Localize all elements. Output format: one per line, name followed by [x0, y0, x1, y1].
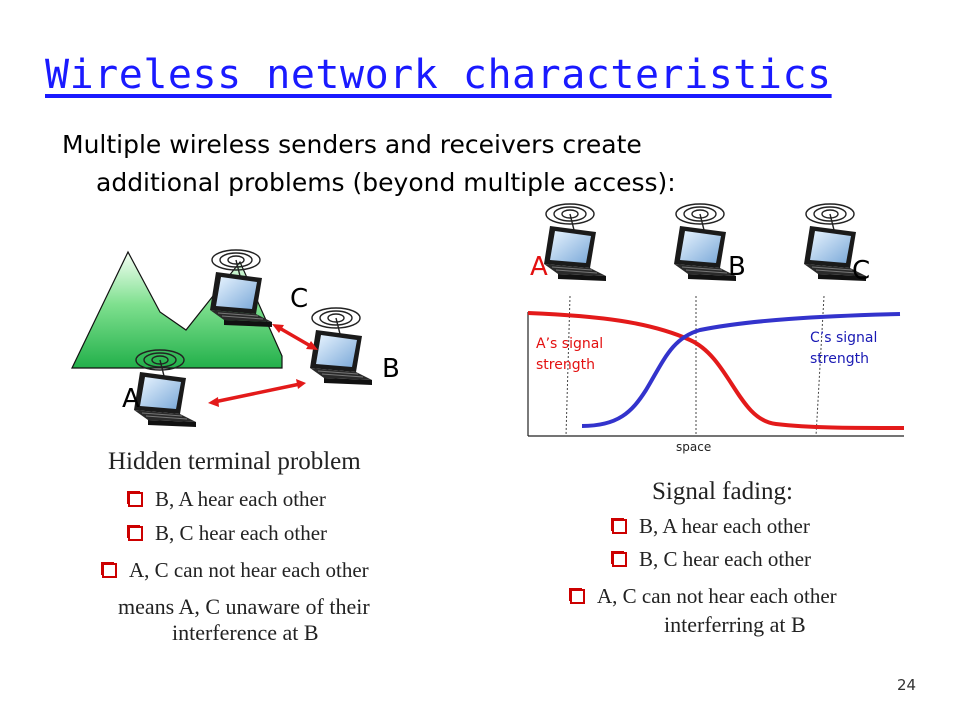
c-signal-label-line2: strength — [810, 351, 869, 367]
laptop-b-icon — [309, 307, 373, 386]
a-signal-label-line1: A’s signal — [536, 336, 604, 352]
bullet-marker-icon — [612, 552, 627, 567]
c-signal-label-line1: C’s signal — [810, 330, 878, 346]
hidden-bullet-1: B, A hear each other — [128, 487, 326, 512]
hidden-terminal-heading: Hidden terminal problem — [108, 448, 361, 475]
bullet-marker-icon — [570, 589, 585, 604]
slide-title: Wireless network characteristics — [45, 52, 832, 98]
bullet-marker-icon — [128, 526, 143, 541]
signal-fading-heading: Signal fading: — [652, 478, 793, 505]
c-signal-label: C’s signal strength — [810, 328, 877, 370]
bullet-marker-icon — [102, 563, 117, 578]
bullet-marker-icon — [128, 492, 143, 507]
page-number: 24 — [897, 676, 917, 694]
fade-bullet-2: B, C hear each other — [612, 547, 811, 572]
arrows — [208, 324, 318, 407]
hidden-bullet-3: A, C can not hear each other — [102, 558, 369, 583]
hidden-conclusion-line1: means A, C unaware of their — [118, 594, 370, 619]
laptop-b2-icon — [673, 203, 737, 282]
fade-label-c: C — [852, 256, 871, 286]
hidden-conclusion-line2: interference at B — [172, 620, 319, 645]
fade-last-line2: interferring at B — [664, 612, 806, 637]
intro-line-1: Multiple wireless senders and receivers … — [62, 130, 642, 159]
laptop-a2-icon — [543, 203, 607, 282]
fade-label-a: A — [530, 252, 548, 282]
a-signal-label: A’s signal strength — [536, 334, 603, 376]
label-c: C — [290, 284, 309, 314]
hidden-bullet-2: B, C hear each other — [128, 521, 327, 546]
a-signal-label-line2: strength — [536, 357, 595, 373]
guides — [565, 295, 825, 437]
intro-line-2: additional problems (beyond multiple acc… — [96, 168, 676, 197]
label-b: B — [382, 354, 400, 384]
fade-bullet-3: A, C can not hear each other — [570, 584, 837, 609]
fade-label-b: B — [728, 252, 746, 282]
label-a: A — [122, 384, 140, 414]
x-axis-label: space — [676, 440, 712, 454]
a-signal-curve — [527, 311, 905, 430]
c-signal-curve — [581, 312, 901, 428]
bullet-marker-icon — [612, 519, 627, 534]
fade-bullet-1: B, A hear each other — [612, 514, 810, 539]
